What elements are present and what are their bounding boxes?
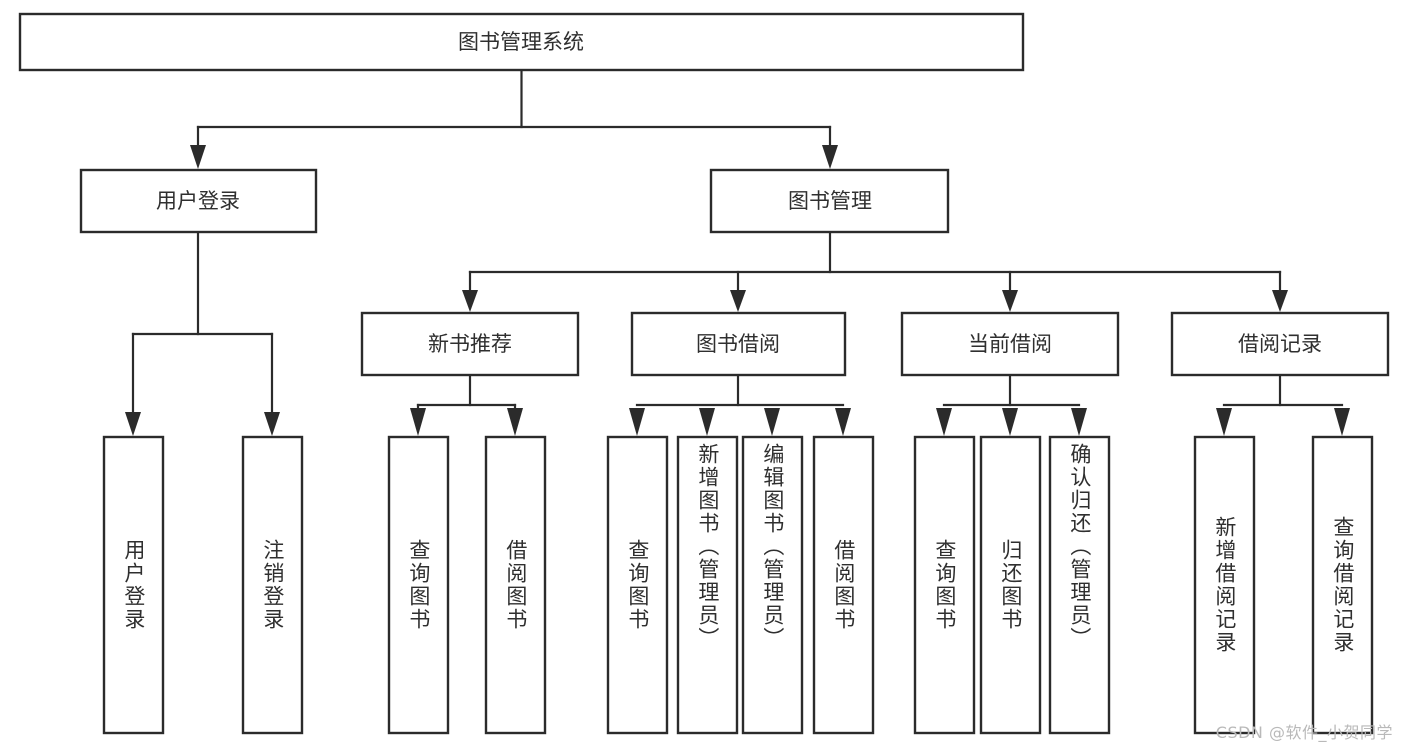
- node-leaf-bb-add-box[interactable]: [676, 435, 739, 735]
- arrow-head-bb-borrow: [835, 408, 851, 436]
- node-book-management-box[interactable]: [709, 168, 950, 234]
- arrow-head-bb-edit: [764, 408, 780, 436]
- node-root[interactable]: 图书管理系统: [18, 12, 1025, 72]
- node-user-login[interactable]: 用户登录: [79, 168, 318, 234]
- connector-layer: [125, 68, 1350, 436]
- node-book-management-label: 图书管理: [788, 189, 872, 213]
- node-leaf-nb-query-box[interactable]: [387, 435, 450, 735]
- arrow-head-nb-borrow: [507, 408, 523, 436]
- arrow-head-cb-return: [1002, 408, 1018, 436]
- arrow-head-cb-confirm: [1071, 408, 1087, 436]
- node-user-login-label: 用户登录: [156, 189, 240, 213]
- node-leaf-cb-query-box[interactable]: [913, 435, 976, 735]
- node-leaf-br-add-box[interactable]: [1193, 435, 1256, 735]
- node-book-management[interactable]: 图书管理: [709, 168, 950, 234]
- node-borrow-record-label: 借阅记录: [1238, 332, 1322, 356]
- node-new-book-recommend-box[interactable]: [360, 311, 580, 377]
- node-leaf-br-query-box[interactable]: [1311, 435, 1374, 735]
- arrow-head-current-borrow: [1002, 290, 1018, 312]
- node-borrow-record[interactable]: 借阅记录: [1170, 311, 1390, 377]
- arrow-head-new-book: [462, 290, 478, 312]
- node-new-book-recommend-label: 新书推荐: [428, 332, 512, 356]
- arrow-head-user-login: [190, 145, 206, 169]
- arrow-head-br-query: [1334, 408, 1350, 436]
- node-book-borrow-box[interactable]: [630, 311, 847, 377]
- arrow-head-cb-query: [936, 408, 952, 436]
- arrow-head-br-add: [1216, 408, 1232, 436]
- arrow-head-book-borrow: [730, 290, 746, 312]
- arrow-head-bb-add: [699, 408, 715, 436]
- node-current-borrow-box[interactable]: [900, 311, 1120, 377]
- node-book-borrow-label: 图书借阅: [696, 332, 780, 356]
- node-user-login-box[interactable]: [79, 168, 318, 234]
- arrow-head-leaf-user-login: [125, 412, 141, 436]
- node-root-label: 图书管理系统: [458, 30, 584, 54]
- node-current-borrow[interactable]: 当前借阅: [900, 311, 1120, 377]
- node-borrow-record-box[interactable]: [1170, 311, 1390, 377]
- node-current-borrow-label: 当前借阅: [968, 332, 1052, 356]
- arrow-head-book-mgmt: [822, 145, 838, 169]
- node-leaf-nb-borrow-box[interactable]: [484, 435, 547, 735]
- node-leaf-bb-edit-box[interactable]: [741, 435, 804, 735]
- arrow-head-leaf-logout: [264, 412, 280, 436]
- node-leaf-user-login-box[interactable]: [102, 435, 165, 735]
- node-leaf-cb-return-box[interactable]: [979, 435, 1042, 735]
- arrow-head-bb-query: [629, 408, 645, 436]
- node-book-borrow[interactable]: 图书借阅: [630, 311, 847, 377]
- node-leaf-bb-query-box[interactable]: [606, 435, 669, 735]
- arrow-head-borrow-record: [1272, 290, 1288, 312]
- node-root-box[interactable]: [18, 12, 1025, 72]
- node-leaf-logout-box[interactable]: [241, 435, 304, 735]
- node-leaf-bb-borrow-box[interactable]: [812, 435, 875, 735]
- watermark-text: CSDN @软件_小贺同学: [1215, 723, 1393, 742]
- node-leaf-cb-confirm-box[interactable]: [1048, 435, 1111, 735]
- node-new-book-recommend[interactable]: 新书推荐: [360, 311, 580, 377]
- arrow-head-nb-query: [410, 408, 426, 436]
